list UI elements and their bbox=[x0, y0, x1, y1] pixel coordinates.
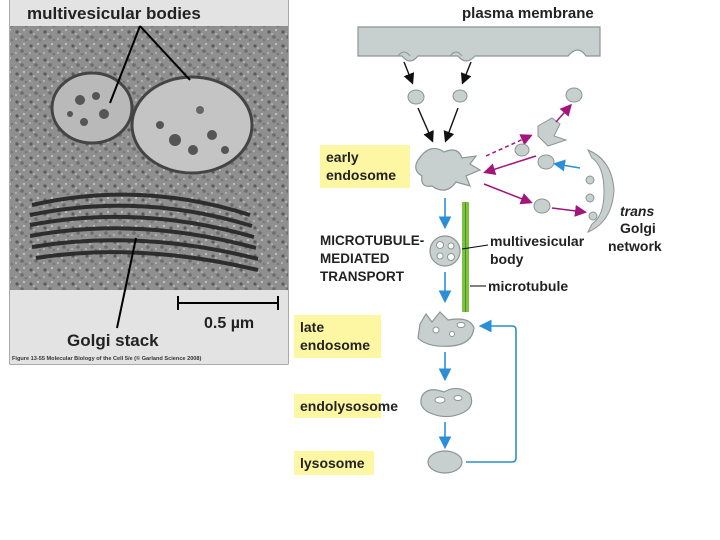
mt-transport-label-line3: TRANSPORT bbox=[320, 269, 405, 284]
arrow-vesicle-to-early bbox=[483, 155, 537, 175]
plasma-membrane-shape bbox=[357, 26, 601, 62]
lysosome-shape bbox=[427, 450, 463, 474]
mvb-leader bbox=[461, 244, 489, 250]
micrograph-panel: multivesicular bodies Golgi stack 0.5 µm… bbox=[9, 0, 289, 365]
mvb-pointer-left bbox=[109, 25, 141, 104]
vesicle-tgn-early bbox=[537, 154, 555, 170]
late-endosome-label-line2: endosome bbox=[300, 337, 370, 353]
arrow-vesicle-into-tgn bbox=[551, 204, 587, 217]
plasma-membrane-label: plasma membrane bbox=[462, 5, 594, 22]
arrow-recycle-from-early bbox=[485, 134, 533, 157]
early-endosome-label-line1: early bbox=[326, 149, 359, 165]
figure-caption: Figure 13-55 Molecular Biology of the Ce… bbox=[12, 355, 202, 362]
trans-golgi-label-line1: trans bbox=[620, 203, 654, 219]
scale-bar: 0.5 µm bbox=[177, 296, 279, 332]
golgi-pointer bbox=[116, 237, 137, 329]
early-endosome-shape bbox=[415, 147, 482, 191]
lysosome-highlight bbox=[294, 451, 374, 475]
arrow-tgn-to-early bbox=[553, 159, 581, 172]
arrow-pm-2 bbox=[460, 61, 472, 85]
multivesicular-bodies-label: multivesicular bodies bbox=[27, 4, 201, 23]
arrow-recycle-up bbox=[555, 103, 572, 123]
late-endosome-label-line1: late bbox=[300, 319, 324, 335]
early-endosome-highlight bbox=[320, 145, 410, 188]
arrow-lysosome-return bbox=[466, 319, 517, 463]
mt-transport-label-line2: MEDIATED bbox=[320, 251, 390, 266]
trans-golgi-label-line2: Golgi bbox=[620, 220, 656, 236]
arrow-early-to-tgn bbox=[483, 183, 533, 205]
recycling-vesicle-top bbox=[565, 87, 583, 103]
trans-golgi-network-shape bbox=[585, 149, 615, 233]
mt-transport-label-line1: MICROTUBULE- bbox=[320, 233, 424, 248]
mvb-left bbox=[50, 71, 134, 145]
lysosome-label: lysosome bbox=[300, 455, 365, 471]
vesicle-to-tgn bbox=[533, 198, 551, 214]
endocytic-vesicle-2 bbox=[452, 89, 468, 103]
scale-bar-label: 0.5 µm bbox=[204, 315, 254, 332]
pathway-diagram: plasma membrane early endosome bbox=[294, 5, 662, 475]
mvb-right bbox=[130, 75, 254, 175]
golgi-stack-label: Golgi stack bbox=[67, 331, 159, 350]
mvb-pointer-right bbox=[139, 25, 191, 81]
arrow-pm-1 bbox=[403, 61, 415, 85]
plasma-membrane-bumps bbox=[397, 51, 463, 57]
microtubule-label: microtubule bbox=[488, 278, 568, 294]
multivesicular-body-shape bbox=[429, 235, 461, 267]
endolysosome-highlight bbox=[294, 394, 381, 418]
arrow-to-early-2 bbox=[443, 107, 459, 143]
multivesicular-body-label-line1: multivesicular bbox=[490, 233, 585, 249]
endolysosome-label: endolysosome bbox=[300, 398, 398, 414]
multivesicular-body-label-line2: body bbox=[490, 251, 524, 267]
vesicle-early-tgn bbox=[514, 143, 530, 157]
trans-golgi-label-line3: network bbox=[608, 238, 662, 254]
late-endosome-highlight bbox=[294, 315, 381, 358]
arrow-to-early-1 bbox=[417, 107, 434, 143]
endocytic-vesicle-1 bbox=[407, 89, 425, 105]
endolysosome-shape bbox=[420, 387, 473, 418]
recycling-vesicle-mid bbox=[537, 117, 568, 147]
early-endosome-label-line2: endosome bbox=[326, 167, 396, 183]
late-endosome-shape bbox=[417, 311, 475, 347]
golgi-stack-image bbox=[29, 192, 259, 272]
